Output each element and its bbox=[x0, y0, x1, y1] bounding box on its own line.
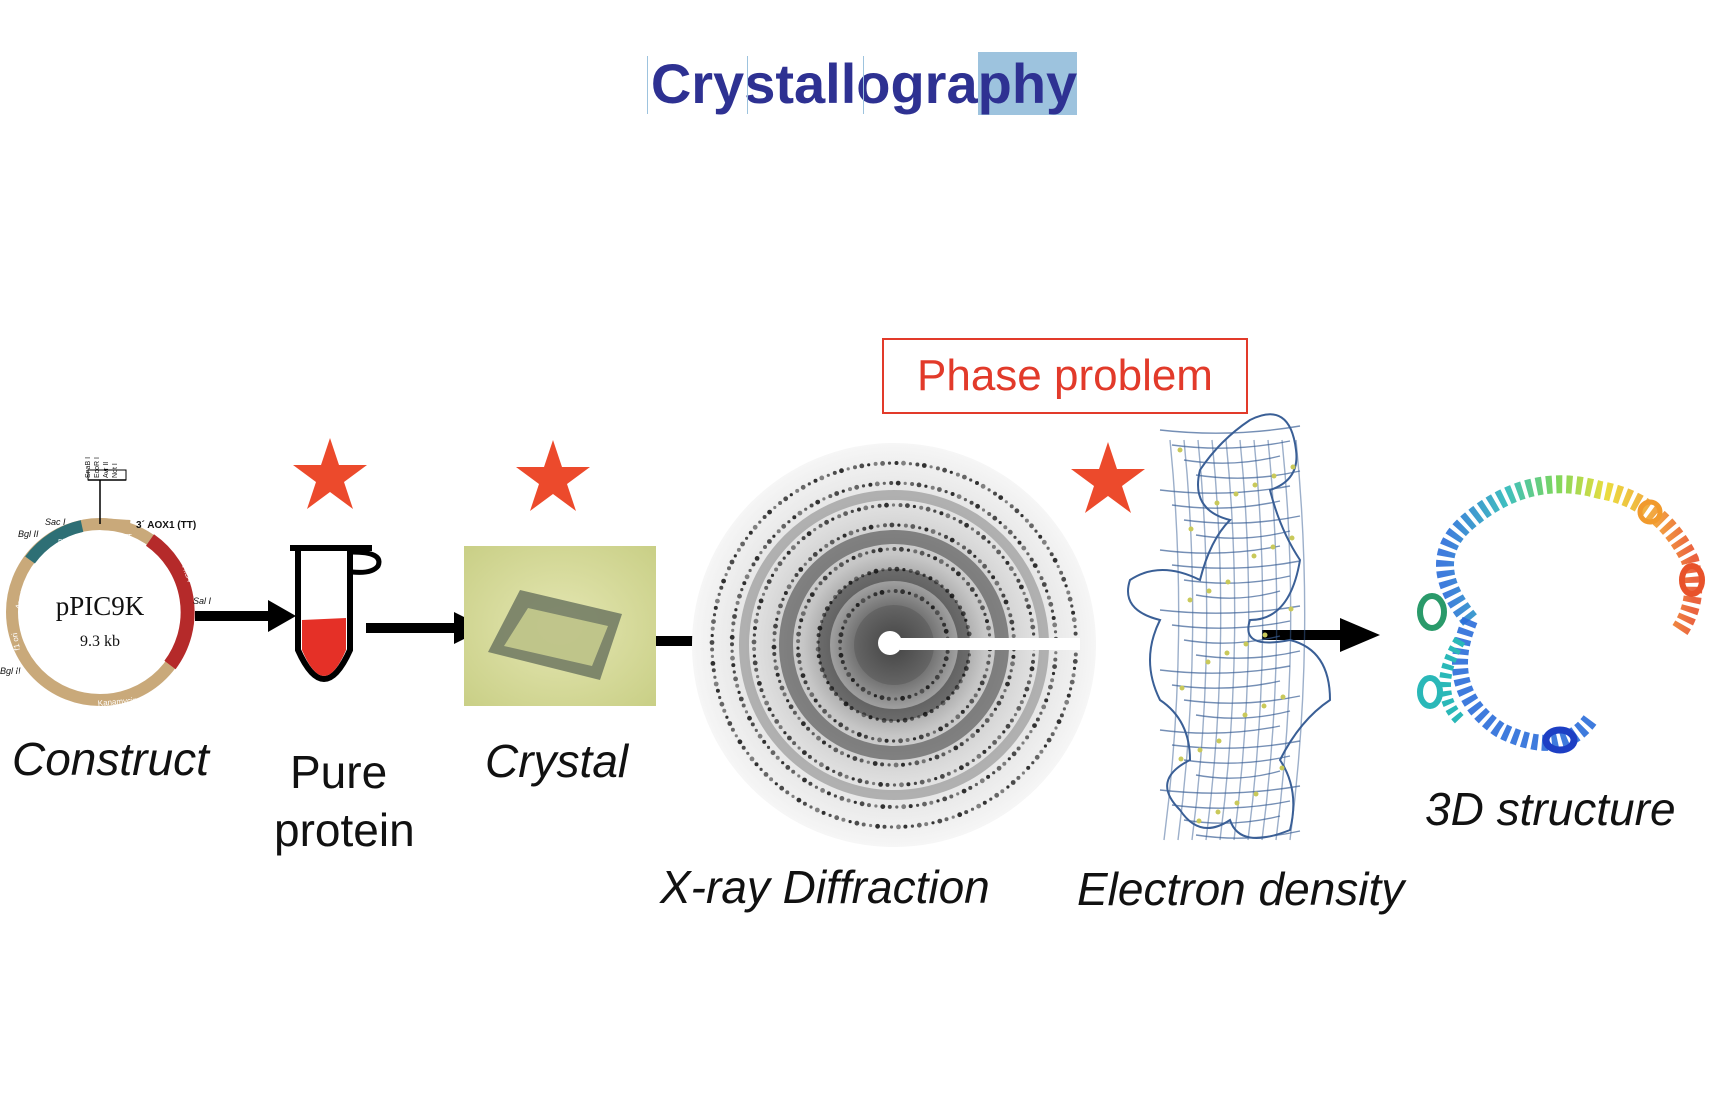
plasmid-label: Bgl II bbox=[18, 529, 39, 539]
text-cursor-icon bbox=[646, 56, 648, 114]
plasmid-site: Avr II bbox=[103, 462, 110, 478]
tube-icon bbox=[290, 545, 382, 682]
title-text-highlight: phy bbox=[977, 52, 1078, 115]
plasmid-label: 5´ AOX1 bbox=[58, 538, 89, 547]
plasmid-label: Sac I bbox=[45, 517, 66, 527]
plasmid-size: 9.3 kb bbox=[80, 633, 120, 650]
plasmid-label: Bgl II bbox=[0, 666, 21, 676]
label-xray-diffraction: X-ray Diffraction bbox=[660, 861, 990, 913]
plasmid-label: 3´ AOX1 (TT) bbox=[136, 520, 196, 531]
plasmid-name: pPIC9K bbox=[56, 591, 145, 621]
plasmid-label: S bbox=[98, 531, 103, 540]
plasmid-label: TT bbox=[122, 533, 132, 542]
label-construct: Construct bbox=[12, 733, 209, 785]
diffraction-pattern bbox=[692, 443, 1096, 847]
label-electron-density: Electron density bbox=[1077, 863, 1405, 915]
plasmid-site: SnaB I bbox=[85, 457, 92, 478]
plasmid-site: Not I bbox=[112, 463, 119, 478]
label-pure-protein-line1: Pure bbox=[290, 746, 388, 798]
plasmid-site: EcoR I bbox=[94, 457, 101, 478]
arrow-icon bbox=[195, 600, 296, 632]
label-crystal: Crystal bbox=[485, 735, 629, 787]
plasmid-label: Sal I bbox=[193, 596, 212, 606]
star-icon bbox=[293, 438, 367, 509]
label-3d-structure: 3D structure bbox=[1425, 783, 1676, 835]
slide-title: Crystallography bbox=[0, 48, 1728, 120]
plasmid-label: f1 ori bbox=[10, 632, 22, 651]
plasmid-map: pPIC9K 9.3 kb 3´ AOX1 (TT) Sac I Bgl II … bbox=[0, 457, 212, 708]
crystal-photo bbox=[464, 546, 656, 706]
label-pure-protein-line2: protein bbox=[274, 804, 415, 856]
title-text-main: Crystallogra bbox=[650, 52, 978, 115]
plasmid-label: Kanamycin bbox=[97, 696, 137, 708]
protein-structure bbox=[1417, 475, 1705, 754]
star-icon bbox=[516, 440, 590, 511]
star-icon bbox=[1071, 442, 1145, 513]
arrow-icon bbox=[1262, 618, 1380, 652]
phase-problem-box: Phase problem bbox=[882, 338, 1248, 414]
electron-density-mesh bbox=[1127, 413, 1332, 841]
